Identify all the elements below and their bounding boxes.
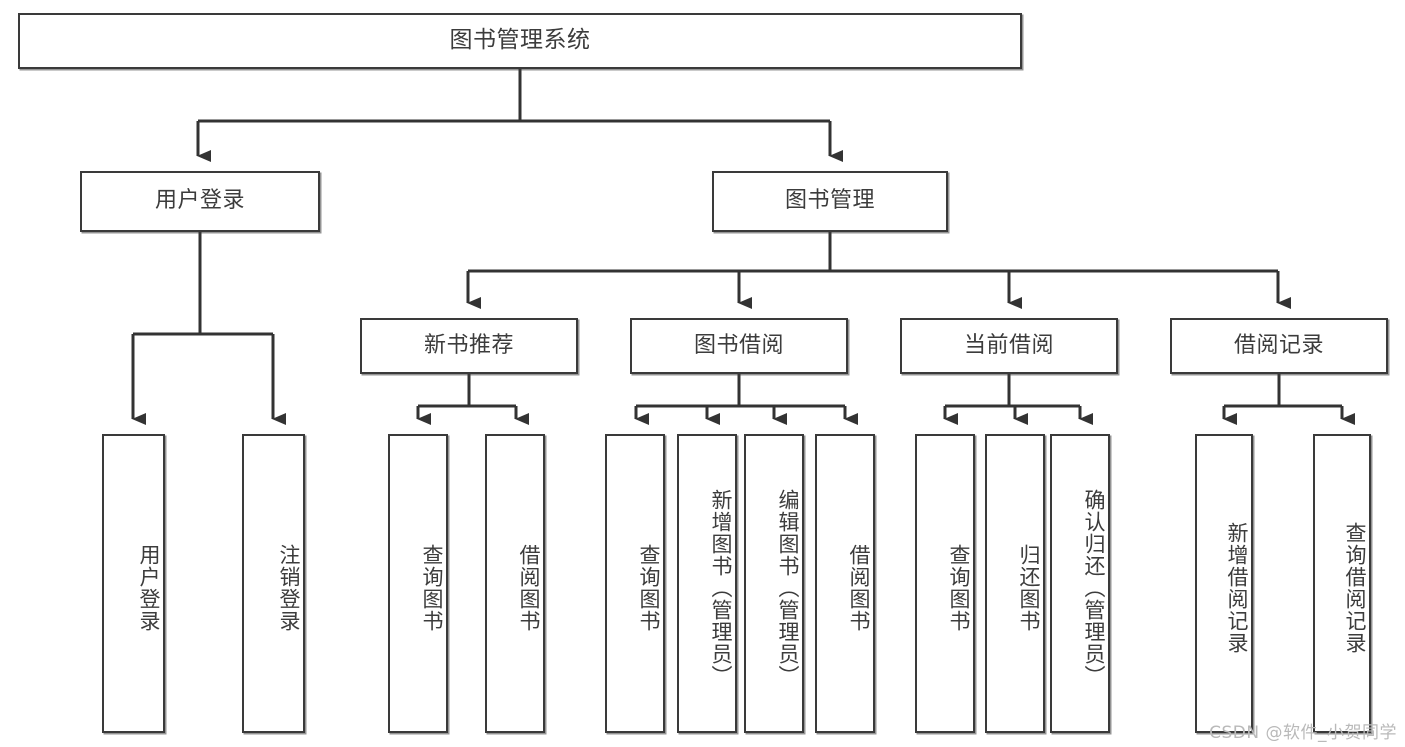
node-leaf-query-book-cur-label: 查询图书 [947, 543, 971, 632]
node-new-book-recommend[interactable]: 新书推荐 [360, 318, 578, 374]
node-leaf-borrow-book-rec-label: 借阅图书 [517, 543, 541, 632]
node-book-manage-label: 图书管理 [784, 188, 875, 214]
node-root-label: 图书管理系统 [449, 27, 591, 54]
node-current-borrow[interactable]: 当前借阅 [900, 318, 1118, 374]
node-leaf-confirm-return-admin[interactable]: 确认归还（管理员） [1050, 434, 1110, 733]
node-leaf-add-book-admin-label: 新增图书（管理员） [709, 488, 733, 687]
node-book-borrow-label: 图书借阅 [693, 332, 784, 358]
node-user-login[interactable]: 用户登录 [80, 171, 320, 232]
node-leaf-user-logout[interactable]: 注销登录 [242, 434, 305, 733]
node-leaf-user-login-label: 用户登录 [137, 543, 161, 632]
node-leaf-edit-book-admin-label: 编辑图书（管理员） [776, 488, 800, 687]
node-leaf-query-book-borrow[interactable]: 查询图书 [605, 434, 665, 733]
node-leaf-add-borrow-record[interactable]: 新增借阅记录 [1195, 434, 1253, 733]
node-borrow-record-label: 借阅记录 [1233, 332, 1324, 358]
node-user-login-label: 用户登录 [154, 188, 245, 214]
node-leaf-user-logout-label: 注销登录 [277, 543, 301, 632]
node-leaf-confirm-return-admin-label: 确认归还（管理员） [1082, 488, 1106, 687]
watermark-text: CSDN @软件_小贺同学 [1209, 723, 1397, 743]
node-book-manage[interactable]: 图书管理 [712, 171, 948, 232]
node-leaf-return-book[interactable]: 归还图书 [985, 434, 1045, 733]
node-leaf-return-book-label: 归还图书 [1017, 543, 1041, 632]
node-leaf-query-book-cur[interactable]: 查询图书 [915, 434, 975, 733]
node-book-borrow[interactable]: 图书借阅 [630, 318, 848, 374]
node-leaf-borrow-book[interactable]: 借阅图书 [815, 434, 875, 733]
node-new-book-recommend-label: 新书推荐 [423, 332, 514, 358]
node-leaf-query-book-rec-label: 查询图书 [420, 543, 444, 632]
node-borrow-record[interactable]: 借阅记录 [1170, 318, 1388, 374]
node-current-borrow-label: 当前借阅 [963, 332, 1054, 358]
node-leaf-add-borrow-record-label: 新增借阅记录 [1225, 521, 1249, 654]
node-leaf-query-book-rec[interactable]: 查询图书 [388, 434, 448, 733]
node-leaf-edit-book-admin[interactable]: 编辑图书（管理员） [744, 434, 804, 733]
node-leaf-borrow-book-label: 借阅图书 [847, 543, 871, 632]
node-leaf-query-book-borrow-label: 查询图书 [637, 543, 661, 632]
node-leaf-borrow-book-rec[interactable]: 借阅图书 [485, 434, 545, 733]
node-leaf-add-book-admin[interactable]: 新增图书（管理员） [677, 434, 737, 733]
node-leaf-user-login[interactable]: 用户登录 [102, 434, 165, 733]
node-leaf-query-borrow-record[interactable]: 查询借阅记录 [1313, 434, 1371, 733]
node-leaf-query-borrow-record-label: 查询借阅记录 [1343, 521, 1367, 654]
node-root[interactable]: 图书管理系统 [18, 13, 1022, 69]
